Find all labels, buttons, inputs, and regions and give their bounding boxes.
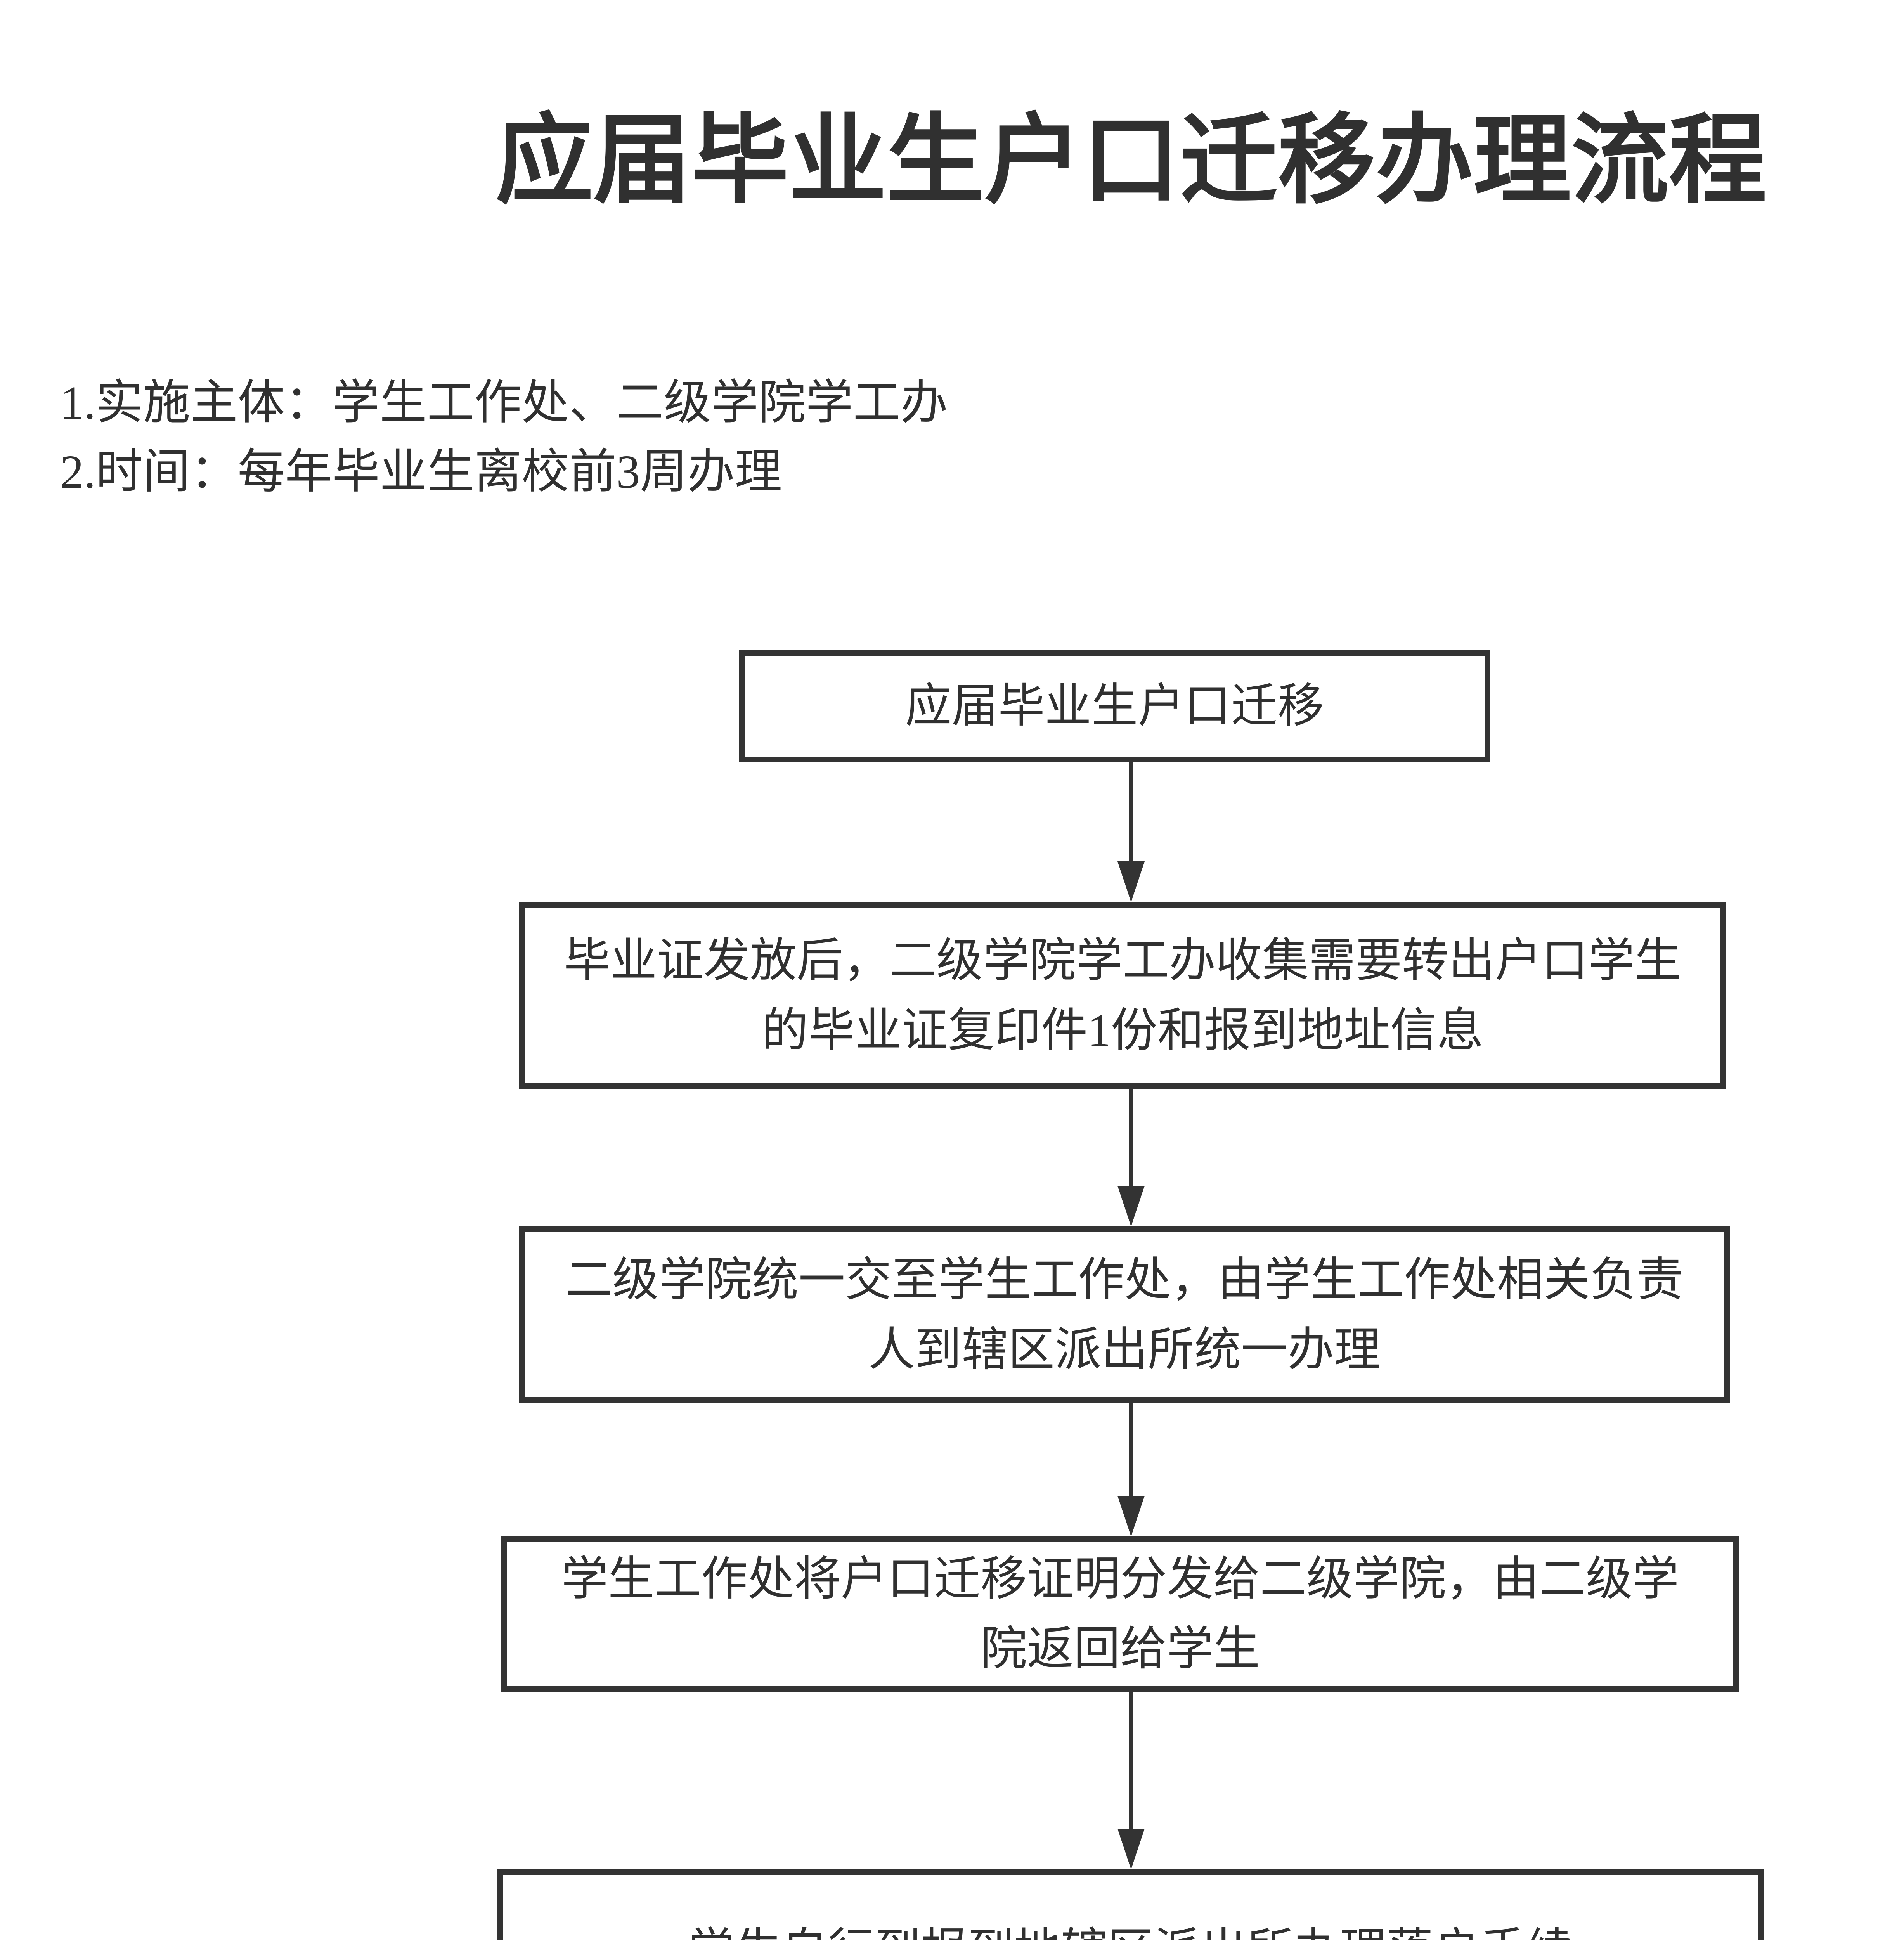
flow-node-submit: 二级学院统一交至学生工作处，由学生工作处相关负责 人到辖区派出所统一办理 — [519, 1226, 1730, 1403]
flow-node-settle: 学生自行到报到地辖区派出所办理落户手续 — [497, 1869, 1764, 1940]
arrow-shaft — [1129, 1692, 1133, 1831]
arrow-shaft — [1129, 1403, 1133, 1498]
flow-connector-2 — [1117, 1089, 1145, 1226]
note-implementer: 1.实施主体：学生工作处、二级学院学工办 — [60, 377, 948, 429]
arrow-shaft — [1129, 1089, 1133, 1188]
flow-node-collect: 毕业证发放后，二级学院学工办收集需要转出户口学生 的毕业证复印件1份和报到地址信… — [519, 902, 1726, 1089]
flow-node-distribute: 学生工作处将户口迁移证明分发给二级学院，由二级学 院返回给学生 — [501, 1536, 1739, 1692]
down-arrow-icon — [1117, 1829, 1145, 1869]
down-arrow-icon — [1117, 861, 1145, 902]
flow-connector-3 — [1117, 1403, 1145, 1536]
flow-connector-1 — [1117, 762, 1145, 902]
page-title: 应届毕业生户口迁移办理流程 — [495, 107, 1767, 215]
flow-node-start: 应届毕业生户口迁移 — [739, 650, 1490, 762]
note-time: 2.时间：每年毕业生离校前3周办理 — [60, 446, 782, 498]
arrow-shaft — [1129, 762, 1133, 864]
flow-connector-4 — [1117, 1692, 1145, 1869]
down-arrow-icon — [1117, 1186, 1145, 1226]
notes: 1.实施主体：学生工作处、二级学院学工办 2.时间：每年毕业生离校前3周办理 — [60, 369, 1379, 507]
down-arrow-icon — [1117, 1496, 1145, 1536]
